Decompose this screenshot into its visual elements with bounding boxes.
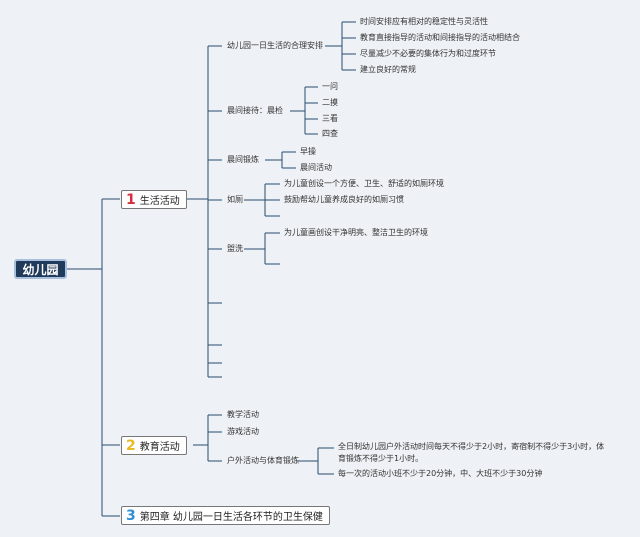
leaf-item: 晨间活动	[300, 163, 332, 172]
subtopic-morning-exercise[interactable]: 晨间锻炼	[227, 155, 259, 164]
leaf-item: 教育直接指导的活动和间接指导的活动相结合	[360, 33, 520, 42]
leaf-item: 为儿童创设一个方便、卫生、舒适的如厕环境	[284, 179, 444, 188]
subtopic-games[interactable]: 游戏活动	[227, 427, 259, 436]
branch-2-node[interactable]: 2 教育活动	[121, 436, 187, 455]
subtopic-outdoor[interactable]: 户外活动与体育锻炼	[227, 456, 299, 465]
leaf-item: 二摸	[322, 98, 338, 107]
branch-1-node[interactable]: 1 生活活动	[121, 190, 187, 209]
subtopic-morning-check[interactable]: 晨间接待：晨检	[227, 106, 283, 115]
branch-3-node[interactable]: 3 第四章 幼儿园一日生活各环节的卫生保健	[121, 506, 330, 525]
leaf-item: 早操	[300, 147, 316, 156]
leaf-item: 建立良好的常规	[360, 65, 416, 74]
branch-2-label: 教育活动	[139, 442, 180, 453]
branch-1-number: 1	[126, 191, 136, 208]
subtopic-washing[interactable]: 盥洗	[227, 244, 243, 253]
leaf-item: 时间安排应有相对的稳定性与灵活性	[360, 17, 488, 26]
branch-3-number: 3	[126, 507, 136, 524]
leaf-item: 四查	[322, 129, 338, 138]
subtopic-toilet[interactable]: 如厕	[227, 195, 243, 204]
leaf-item: 三看	[322, 114, 338, 123]
leaf-item: 每一次的活动小班不少于20分钟，中、大班不少于30分钟	[338, 469, 543, 478]
subtopic-daily-schedule[interactable]: 幼儿园一日生活的合理安排	[227, 41, 323, 50]
root-node[interactable]: 幼儿园	[14, 259, 67, 279]
branch-1-label: 生活活动	[139, 196, 180, 207]
leaf-item: 尽量减少不必要的集体行为和过度环节	[360, 49, 496, 58]
leaf-item: 为儿童画创设干净明亮、整洁卫生的环境	[284, 228, 428, 237]
subtopic-teaching[interactable]: 教学活动	[227, 410, 259, 419]
branch-3-label: 第四章 幼儿园一日生活各环节的卫生保健	[139, 512, 323, 523]
leaf-item: 鼓励帮幼儿童养成良好的如厕习惯	[284, 195, 404, 204]
leaf-item: 一问	[322, 82, 338, 91]
branch-2-number: 2	[126, 437, 136, 454]
root-label: 幼儿园	[22, 262, 59, 277]
leaf-item: 全日制幼儿园户外活动时间每天不得少于2小时，寄宿制不得少于3小时，体育锻炼不得少…	[338, 442, 605, 463]
